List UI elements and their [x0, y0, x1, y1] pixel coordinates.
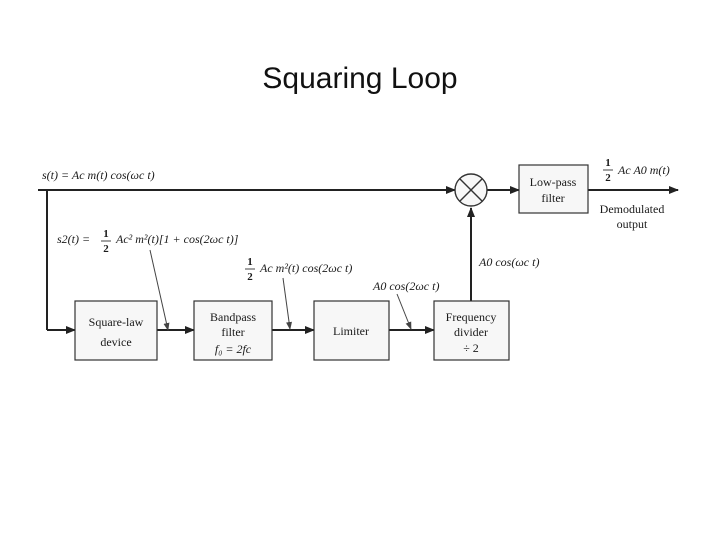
bandpass-label-1: Bandpass: [210, 310, 256, 324]
demodulated-label-2: output: [617, 217, 648, 231]
multiplier-icon: [454, 173, 488, 207]
lim-pointer-line: [396, 293, 412, 330]
frequency-divider-block: [433, 300, 510, 361]
limiter-block: [313, 300, 390, 361]
s2-pointer-line: [149, 249, 170, 331]
divider-label-2: divider: [454, 325, 488, 339]
out-frac-den: 2: [605, 172, 611, 184]
out-frac-num: 1: [605, 157, 611, 169]
lowpass-filter-block: [518, 164, 589, 214]
limiter-output-label: A0 cos(2ωc t): [372, 279, 439, 293]
bp-pointer-line: [282, 277, 293, 330]
divider-label-1: Frequency: [446, 310, 497, 324]
lowpass-label-2: filter: [541, 191, 564, 205]
output-signal-label: Ac A0 m(t): [617, 163, 670, 177]
s2-frac-den: 2: [103, 243, 109, 255]
square-law-label-1: Square-law: [89, 315, 144, 329]
lowpass-label-1: Low-pass: [530, 175, 577, 189]
bp-frac-den: 2: [247, 271, 253, 283]
bp-frac-num: 1: [247, 256, 253, 268]
s2-label-right: Ac² m²(t)[1 + cos(2ωc t)]: [115, 232, 239, 246]
bandpass-label-2: filter: [221, 325, 244, 339]
divider-label-3: ÷ 2: [463, 341, 479, 355]
input-signal-label: s(t) = Ac m(t) cos(ωc t): [42, 168, 155, 182]
slide-title: Squaring Loop: [262, 62, 458, 95]
s2-frac-num: 1: [103, 228, 109, 240]
divider-output-label: A0 cos(ωc t): [478, 255, 539, 269]
demodulated-label-1: Demodulated: [600, 202, 665, 216]
s2-label-left: s2(t) =: [57, 232, 90, 246]
bandpass-output-label: Ac m²(t) cos(2ωc t): [259, 261, 352, 275]
square-law-label-2: device: [100, 335, 131, 349]
bandpass-label-3: f₀ = 2fc: [215, 342, 252, 356]
bandpass-filter-block: [193, 300, 273, 361]
square-law-block: [74, 300, 158, 361]
limiter-label: Limiter: [333, 324, 369, 338]
